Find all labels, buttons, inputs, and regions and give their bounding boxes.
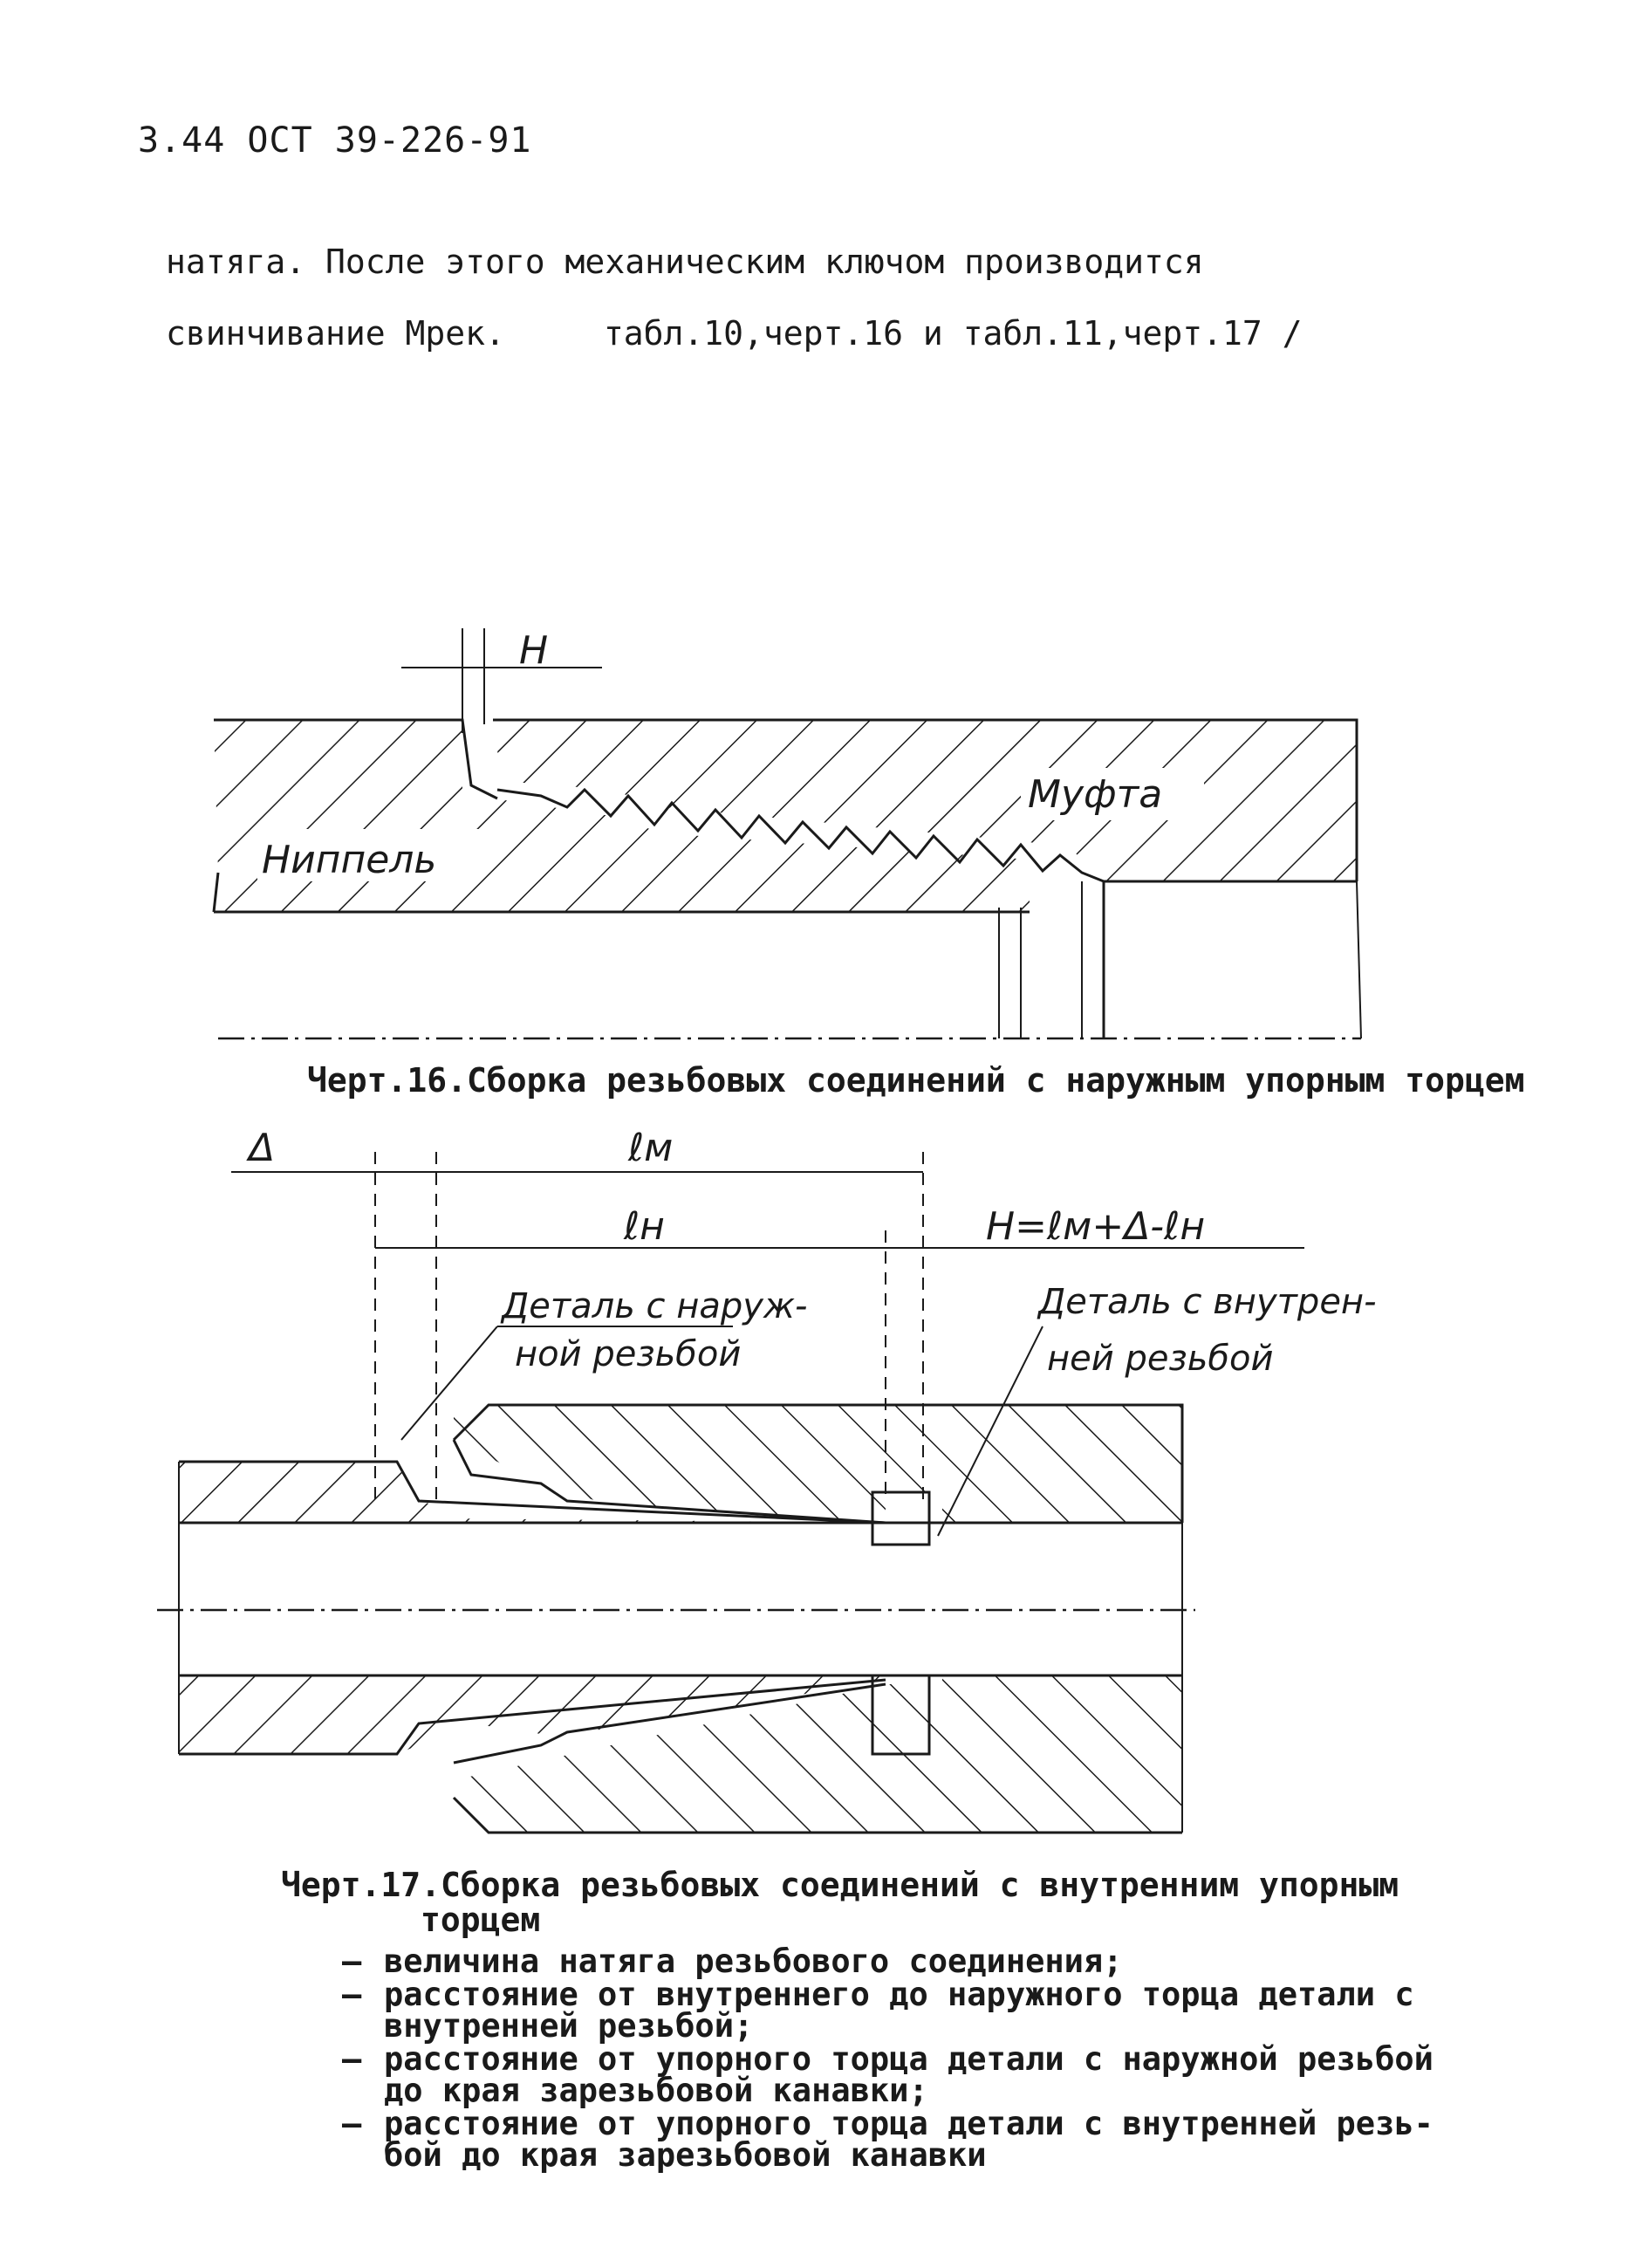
figure-16-caption: Черт.16.Сборка резьбовых соединений с на… (307, 1061, 1525, 1100)
fig16-thread-profile (496, 787, 1105, 883)
figure-17-drawing: Δ ℓм ℓн H=ℓм+Δ-ℓн Деталь с наруж- ной ре… (157, 1126, 1377, 1834)
fig16-label-bg-right (1021, 768, 1204, 820)
legend-item: расстояние от упорного торца детали с вн… (342, 2107, 1433, 2171)
fig17-thread-taper-upper (452, 1439, 886, 1525)
fig17-groove-lower (871, 1674, 931, 1756)
fig16-label-nipple: Ниппель (262, 838, 436, 882)
fig17-inner-part-lower-outline (452, 1796, 1182, 1834)
fig17-outer-part-upper (179, 1462, 886, 1523)
fig17-dim-lm-label: ℓм (627, 1126, 673, 1170)
fig17-formula: H=ℓм+Δ-ℓн (986, 1204, 1205, 1249)
fig16-right-edge (1356, 880, 1362, 1039)
fig17-dim-ln-label: ℓн (623, 1204, 665, 1249)
fig17-inner-part-upper (454, 1405, 1182, 1523)
fig16-nipple-outline-top (214, 718, 498, 800)
body-text-line-2-main: свинчивание Мрек. (166, 314, 505, 353)
legend-item: расстояние от упорного торца детали с на… (342, 2043, 1433, 2107)
fig17-inner-part-label-1: Деталь с внутрен- (1037, 1282, 1377, 1322)
fig16-coupling-outline-top (493, 718, 1358, 881)
figure-17-caption: Черт.17.Сборка резьбовых соединений с вн… (281, 1867, 1399, 1937)
fig17-outer-part-upper-outline (179, 1460, 886, 1525)
fig17-thread-taper-lower (453, 1682, 886, 1764)
body-text-line-1: натяга. После этого механическим ключом … (166, 243, 1204, 281)
legend-item: расстояние от внутреннего до наружного т… (342, 1978, 1433, 2042)
fig17-outer-part-label-2: ной резьбой (515, 1334, 741, 1374)
page-header: 3.44 ОСТ 39-226-91 (138, 120, 532, 161)
fig16-label-coupling: Муфта (1028, 772, 1162, 817)
figure-16-drawing: H Ниппель Муфта (212, 628, 1362, 1040)
fig17-outer-part-leader (400, 1326, 498, 1441)
fig16-dim-label-h: H (519, 628, 548, 673)
fig16-label-bg-left (257, 829, 480, 881)
fig17-inner-part-label-2: ней резьбой (1047, 1339, 1273, 1379)
fig16-coupling-section (493, 720, 1357, 881)
fig17-groove-upper (871, 1490, 931, 1546)
fig17-inner-part-lower (454, 1675, 1182, 1833)
fig17-dim-delta-label: Δ (246, 1126, 275, 1170)
figure-17-caption-line-2: торцем (421, 1901, 541, 1939)
fig17-outer-part-lower-outline (179, 1678, 886, 1756)
figure-17-caption-line-1: Черт.17.Сборка резьбовых соединений с вн… (281, 1866, 1399, 1904)
legend-item: величина натяга резьбового соединения; (342, 1945, 1433, 1977)
fig16-coupling-bore (1102, 880, 1357, 1038)
fig17-outer-part-label-1: Деталь с наруж- (500, 1286, 807, 1326)
fig16-nipple-outline-left (212, 872, 220, 913)
body-text-reference: табл.10,черт.16 и табл.11,черт.17 / (603, 314, 1303, 353)
body-text-line-2: свинчивание Мрек. табл.10,черт.16 и табл… (166, 314, 1303, 353)
symbol-legend: величина натяга резьбового соединения; р… (342, 1945, 1433, 2173)
